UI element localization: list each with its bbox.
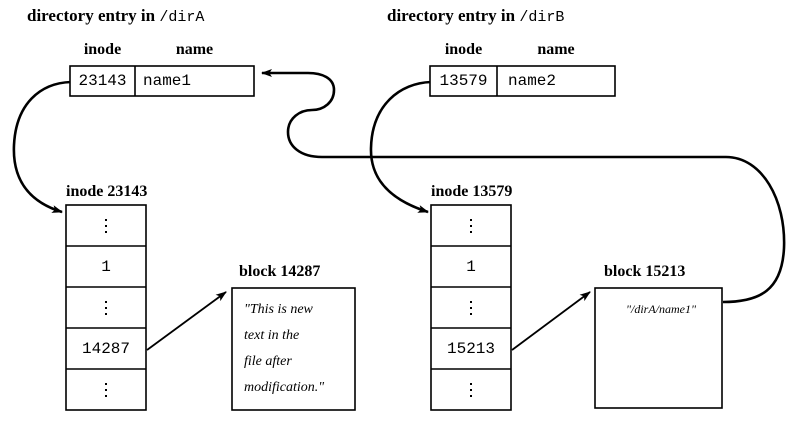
link-dirA-to-inode23143: [12, 80, 72, 214]
block-label-14287: block 14287: [239, 263, 321, 280]
dir-entry-box-dirB: [429, 65, 616, 97]
title-dirA-prefix: directory entry in: [27, 6, 160, 25]
block-box-14287: [231, 287, 356, 411]
link-inode23143-to-block14287: [146, 291, 227, 351]
inode-13579-ellipsis-2: [431, 287, 511, 328]
title-dirA: directory entry in /dirA: [27, 6, 204, 26]
block-14287-line-1: "This is new: [244, 302, 313, 317]
dir-entry-dirA-name-value: name1: [143, 72, 192, 90]
block-box-15213: [594, 287, 723, 409]
column-header-inode-dirA: inode: [83, 41, 122, 58]
column-header-name-dirB: name: [537, 41, 575, 58]
link-inode13579-to-block15213: [511, 291, 591, 351]
inode-label-13579: inode 13579: [431, 183, 513, 200]
title-dirB-path: /dirB: [519, 9, 565, 26]
link-block15213-to-dirA-entry: [261, 69, 786, 304]
block-15213-line-1: "/dirA/name1": [625, 302, 697, 316]
inode-13579-link-count: 1: [466, 257, 476, 276]
title-dirB-prefix: directory entry in: [387, 6, 520, 25]
block-label-15213: block 15213: [604, 263, 686, 280]
inode-23143-ellipsis-3: [66, 369, 146, 410]
inode-13579-ellipsis-3: [431, 369, 511, 410]
block-content-15213: "/dirA/name1": [606, 296, 716, 322]
block-14287-line-3: file after: [244, 354, 292, 369]
dir-entry-dirB-name-value: name2: [508, 72, 557, 90]
column-header-name-dirA: name: [175, 41, 214, 58]
dir-entry-box-dirA: [69, 65, 255, 97]
inode-23143-ellipsis-2: [66, 287, 146, 328]
link-dirB-to-inode13579: [369, 80, 432, 214]
inode-23143-link-count: 1: [101, 257, 111, 276]
inode-23143-ellipsis-1: [66, 205, 146, 246]
column-header-inode-dirB: inode: [444, 41, 483, 58]
title-dirB: directory entry in /dirB: [387, 6, 564, 26]
block-14287-line-2: text in the: [244, 328, 300, 343]
dir-entry-dirB-inode-value: 13579: [439, 72, 488, 90]
dir-entry-dirA-inode-value: 23143: [78, 72, 127, 90]
inode-13579-block-pointer: 15213: [446, 339, 495, 358]
block-14287-line-4: modification.": [244, 380, 325, 395]
inode-13579-ellipsis-1: [431, 205, 511, 246]
block-content-14287: "This is new text in the file after modi…: [244, 297, 352, 401]
inode-23143-block-pointer: 14287: [81, 339, 130, 358]
title-dirA-path: /dirA: [159, 9, 205, 26]
inode-label-23143: inode 23143: [66, 183, 148, 200]
